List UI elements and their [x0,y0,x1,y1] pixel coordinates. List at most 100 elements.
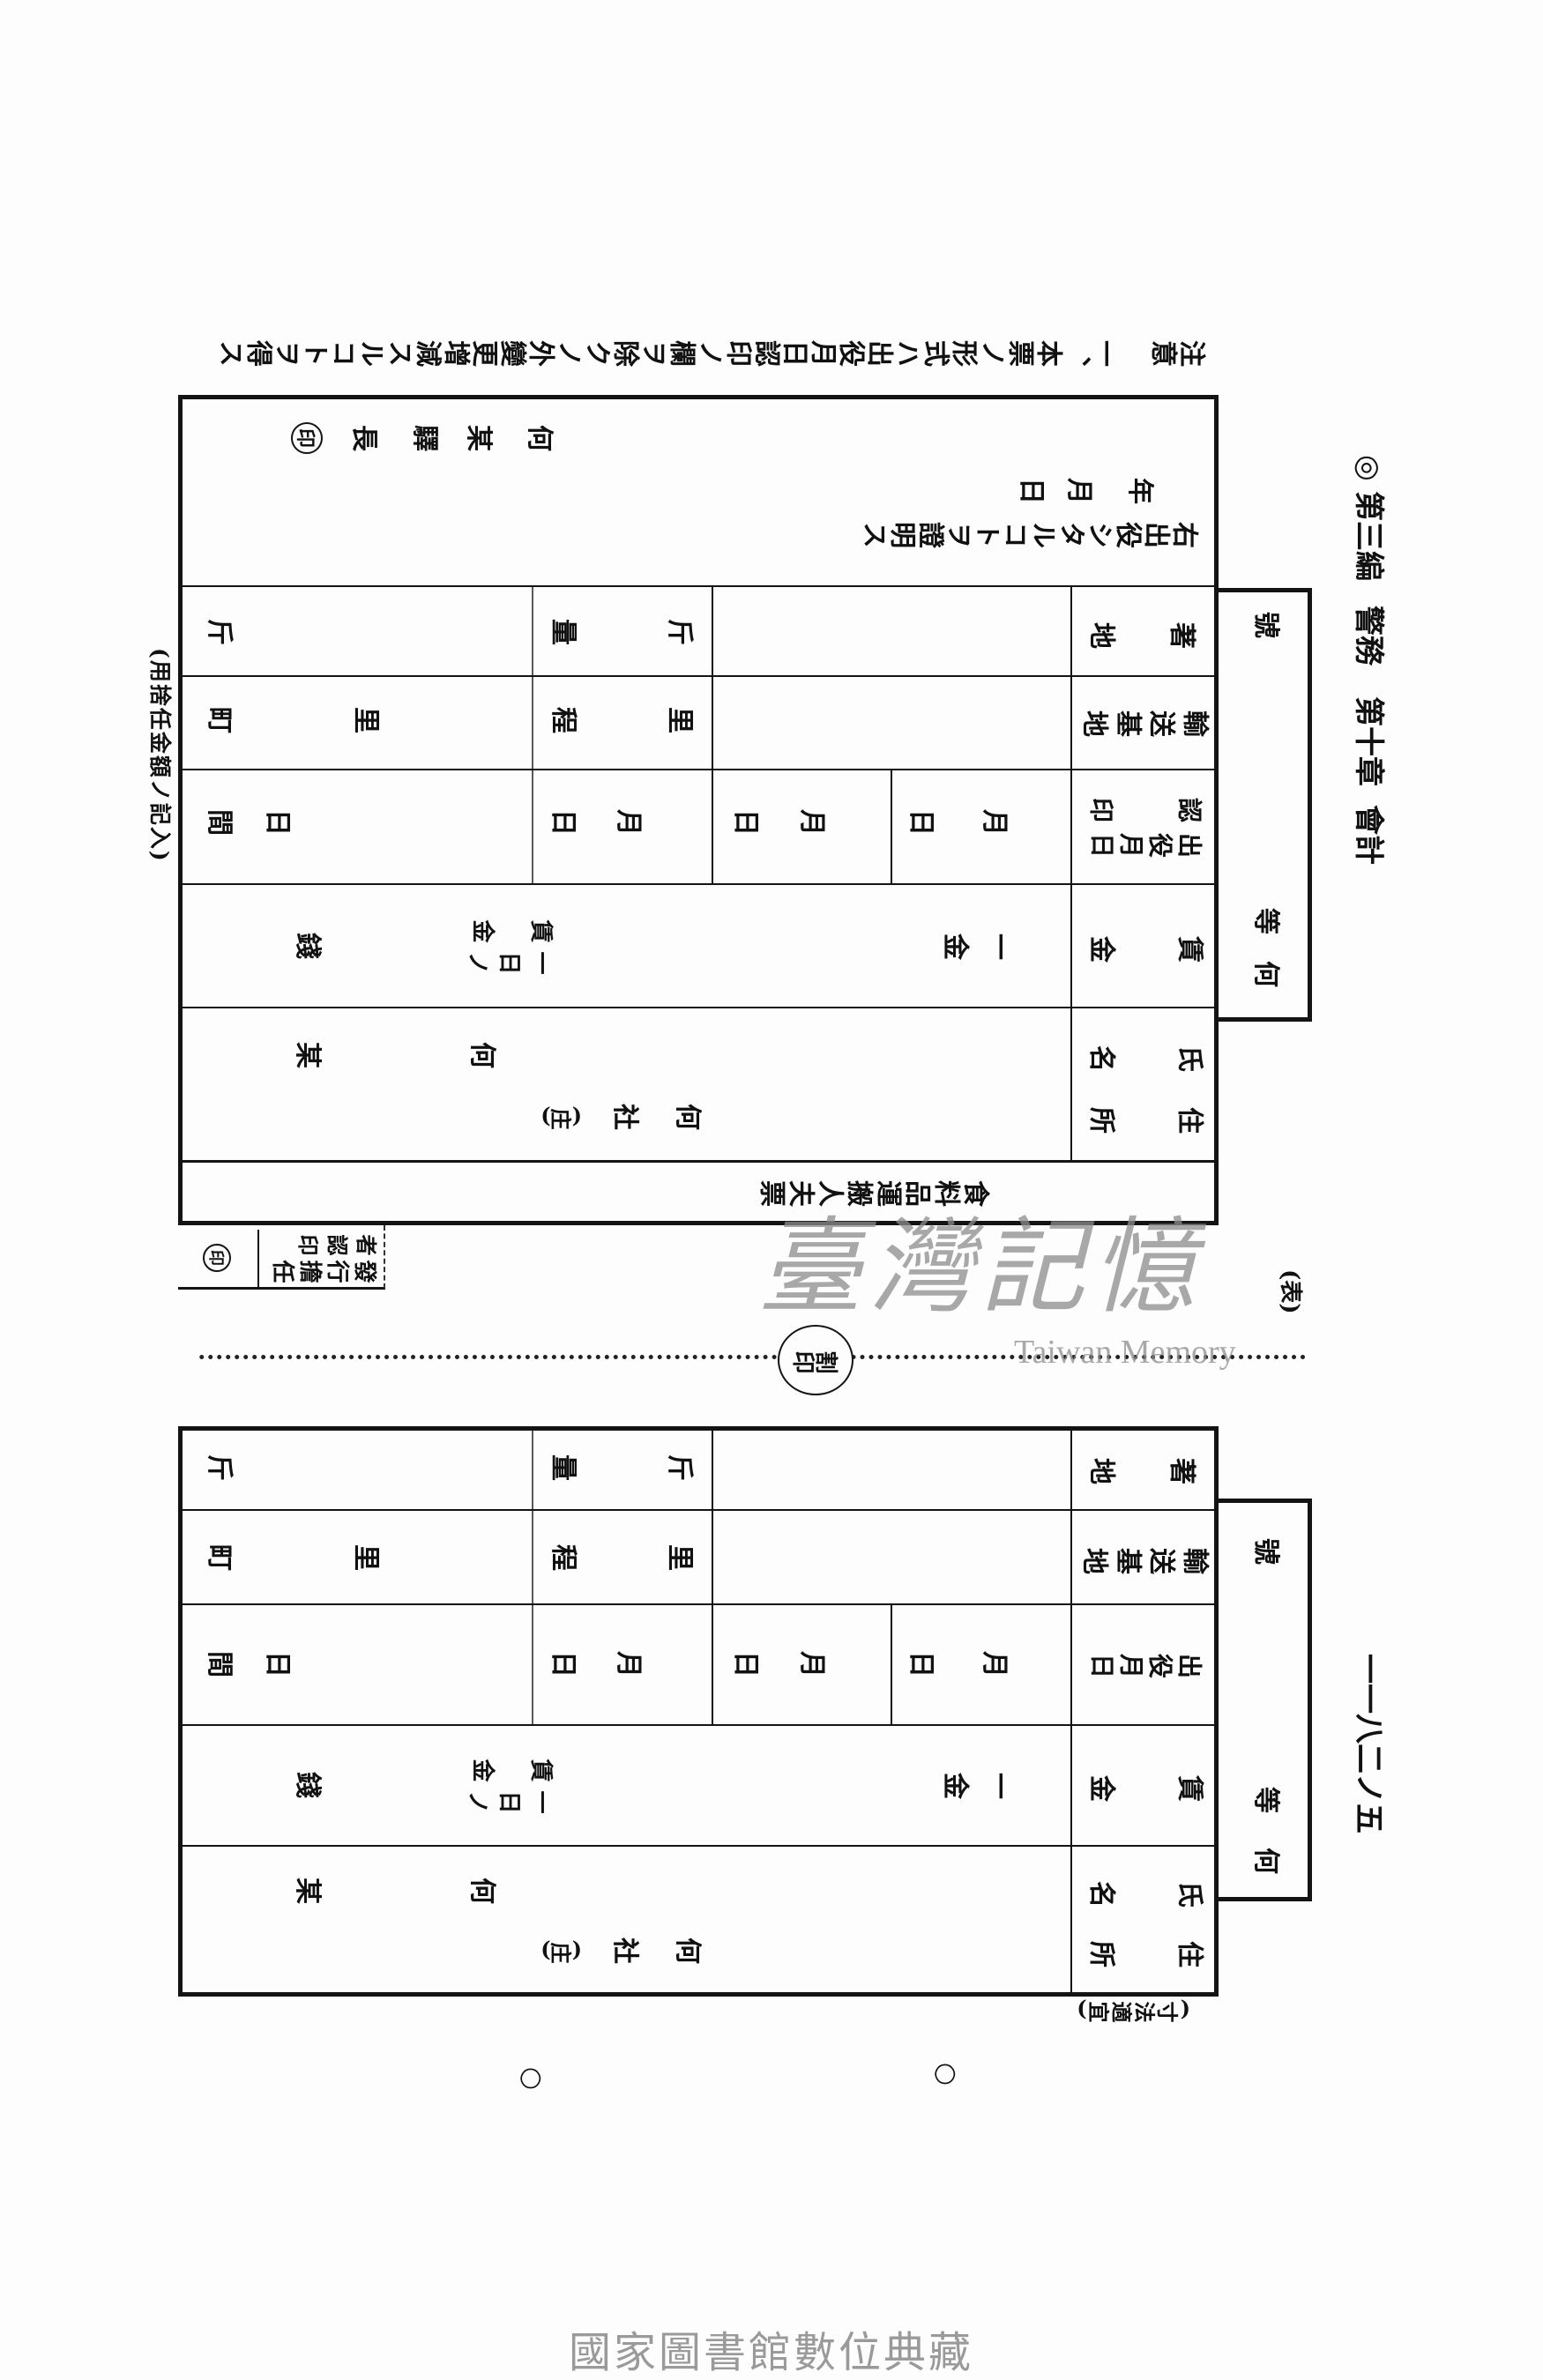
cert-month: 月 [1063,478,1094,504]
col-wage: 賃金 [1028,1770,1204,1801]
note-label: 注意 [1150,335,1206,366]
grade-label: 等 [1250,908,1281,934]
cell-month: 月 [796,809,827,836]
grade-label: 等 [1250,1787,1281,1813]
number-box-upper [1214,588,1312,1022]
cell-interval: 間 [204,809,235,836]
cell-interval: 間 [204,1651,235,1677]
issuer-box-divider [257,1230,259,1287]
col-wage: 賃金 [1028,931,1204,962]
cell-ri: 里 [350,707,381,733]
grade-label: 何 [1250,961,1281,987]
ticket-title: 食料品運搬人夫票 [757,1175,990,1206]
cell-catty: 斤 [664,619,695,645]
cell-month: 月 [613,809,644,836]
issuer-label: 發行擔任 [268,1256,377,1283]
divider [178,585,1219,587]
cell-catty: 斤 [204,619,235,645]
cell-daily-wage: 一日ノ [458,1787,554,1813]
cell-day: 日 [548,809,578,836]
cell-day: 日 [906,1651,936,1677]
cell-day: 日 [548,1651,578,1677]
divider [1070,1428,1072,1995]
tally-seal-text: 割印 [793,1347,839,1373]
cell-month: 月 [613,1651,644,1677]
face-label: (表) [1277,1269,1303,1314]
cell-day: 日 [730,1651,761,1677]
cell-ri: 里 [664,707,695,733]
divider [712,586,713,884]
cell-person: 某 [292,1042,323,1068]
divider [891,770,892,884]
divider [178,1845,1219,1847]
cert-official: 驛 [409,425,440,451]
cell-month: 月 [979,809,1010,836]
col-base: 輸送基地 [1076,1543,1210,1573]
cell-day: 日 [262,1651,293,1677]
header-part: 第三編 [1351,491,1386,581]
divider [178,675,1219,677]
cell-weight: 量 [548,1454,578,1481]
cell-distance: 程 [548,707,578,733]
col-base: 輸送基地 [1076,705,1210,736]
cell-any: 何 [466,1878,497,1904]
cell-town: 町 [204,707,235,733]
divider [178,1603,1219,1605]
page-number: 一一八二ノ五 [1351,1654,1386,1833]
cell-catty: 斤 [204,1454,235,1481]
col-destination: 著地 [1036,617,1196,648]
issuer-label: 者認印 [290,1231,377,1256]
number-label: 號 [1250,612,1281,638]
library-footer: 國家圖書館數位典藏 [569,2328,974,2377]
punch-mark: ○ [931,2062,962,2086]
header-chapter: 第十章 [1351,696,1386,786]
col-work-date: 出役月日 [1086,829,1203,859]
cell-village-suffix: (庄) [540,1104,582,1130]
cell-village: 社 [609,1937,640,1964]
taiwan-memory-latin: Taiwan Memory [1014,1334,1236,1371]
cell-day: 日 [262,809,293,836]
cert-official: 何 [524,425,555,451]
cell-any: 何 [672,1104,703,1130]
col-work-date: 出役月日 [1086,1650,1203,1679]
paper-note: (用捨任金額ノ記入) [147,648,173,863]
issuer-seal-mark: 印 [203,1244,231,1272]
cell-month: 月 [796,1651,827,1677]
cell-catty: 斤 [664,1454,695,1481]
cell-sen: 錢 [292,933,323,959]
cert-official: 長 [348,425,379,451]
grade-label: 何 [1250,1848,1281,1874]
cell-day: 日 [730,809,761,836]
tally-seal: 割印 [778,1325,853,1395]
note-text: 一、本票ノ形式ハ出役月日認印ノ欄ヲ除クノ外變更增減スルコトヲ得ス [217,335,1120,366]
col-name: 氏名 [1028,1876,1204,1907]
divider [532,1428,533,1725]
cell-any: 何 [672,1937,703,1964]
certification-text: 右出役シタルコトヲ證明ス [861,517,1199,547]
header-section: 警務 [1351,606,1386,666]
col-name: 氏名 [1028,1040,1204,1071]
number-label: 號 [1250,1538,1281,1565]
cell-daily-wage: 賃金 [437,1755,554,1781]
size-note: (寸法適宜) [1075,1997,1190,2023]
cell-day: 日 [906,809,936,836]
divider [178,1724,1219,1726]
col-destination: 著地 [1036,1453,1196,1484]
cell-village: 社 [609,1104,640,1130]
divider [891,1604,892,1725]
cell-amount: 一金 [926,1767,1014,1798]
divider [178,1007,1219,1008]
cell-village-suffix: (庄) [540,1938,582,1964]
cell-daily-wage: 一日ノ [458,948,554,974]
cell-daily-wage: 賃金 [437,916,554,942]
cert-year: 年 [1124,478,1155,504]
issuer-box-edge [178,1287,385,1290]
header-mark: ◎ [1351,455,1386,481]
cell-month: 月 [979,1651,1010,1677]
cell-distance: 程 [548,1544,578,1571]
cell-person: 某 [292,1878,323,1904]
cell-weight: 量 [548,619,578,645]
col-address: 住所 [1028,1102,1204,1133]
punch-mark: ○ [517,2066,548,2091]
